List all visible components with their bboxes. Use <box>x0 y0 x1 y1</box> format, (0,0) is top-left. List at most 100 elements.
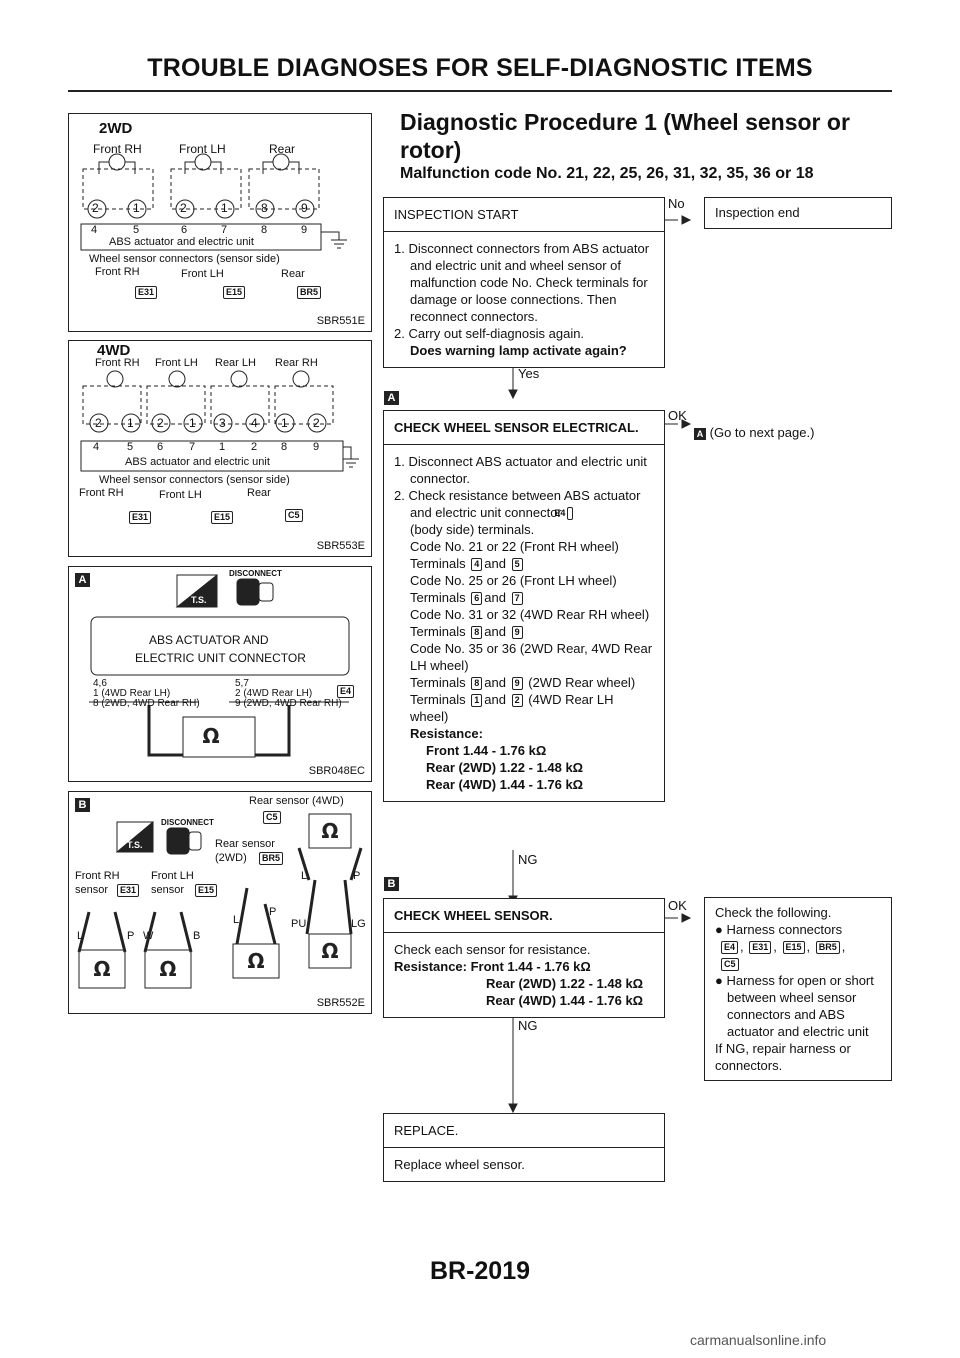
fig2-pin: 1 <box>127 416 134 430</box>
fig3-code: SBR048EC <box>308 765 365 777</box>
fig2-conn-name: Front LH <box>159 489 202 501</box>
fig4-rear2wd-2: (2WD) <box>215 852 247 864</box>
fig1-title: 2WD <box>99 120 133 137</box>
svg-text:Ω: Ω <box>202 724 219 748</box>
fig1-pin: 1 <box>133 201 140 215</box>
fig3-disconnect: DISCONNECT <box>229 569 282 578</box>
step1-no-result: Inspection end <box>704 197 892 229</box>
step3-check-following: Check the following. ● Harness connector… <box>704 897 892 1081</box>
step2-tag: A <box>384 391 399 405</box>
fig1-conn-name: Front RH <box>95 266 140 278</box>
fig1-pin: 2 <box>180 201 187 215</box>
terminals-word: Terminals <box>410 590 466 605</box>
fig2-conn-name: Rear <box>247 487 271 499</box>
check-title: Check the following. <box>715 905 832 920</box>
procedure-title: Diagnostic Procedure 1 (Wheel sensor or … <box>400 109 850 163</box>
fig4-frontrh-2: sensor <box>75 884 109 896</box>
fig2-pin: 1 <box>281 416 288 430</box>
terminals-word: Terminals <box>410 624 466 639</box>
figure-2wd: 2WD Front RH Front LH Rear 2 1 2 1 8 9 4… <box>68 113 372 332</box>
terminal: 9 <box>511 626 523 640</box>
step3-tag: B <box>384 877 399 891</box>
page-code: BR-2019 <box>429 1257 531 1285</box>
fig2-pin: 4 <box>251 416 258 430</box>
wiring-diagram-4wd <box>80 370 359 472</box>
fig3-right-pins-3: 9 (2WD, 4WD Rear RH) <box>235 698 342 709</box>
fig4-wire: L <box>77 930 84 942</box>
fig1-sensor-frontlh: Front LH <box>179 142 226 156</box>
step2-code: Code No. 21 or 22 (Front RH wheel) <box>410 539 619 554</box>
fig4-wire: P <box>353 870 361 882</box>
fig2-unit-pin: 6 <box>157 441 164 453</box>
procedure-subtitle: Malfunction code No. 21, 22, 25, 26, 31,… <box>400 165 814 182</box>
fig4-rear4wd-code: C5 <box>263 811 281 824</box>
and-word: and <box>484 624 506 639</box>
fig1-pin: 8 <box>261 201 268 215</box>
fig2-sensor: Rear LH <box>215 357 256 369</box>
check-item-1: Harness connectors <box>726 922 843 937</box>
terminals-word: Terminals <box>410 692 466 707</box>
sensor-check-diagram: Ω Ω Ω Ω Ω <box>77 813 363 989</box>
step-inspection-start: INSPECTION START 1. Disconnect connector… <box>383 197 665 368</box>
step2-line2b: (body side) terminals. <box>410 522 535 537</box>
step3-line1: Check each sensor for resistance. <box>394 942 591 957</box>
fig4-wire: W <box>143 930 154 942</box>
fig1-pin: 9 <box>301 201 308 215</box>
fig4-rear2wd-1: Rear sensor <box>215 838 275 850</box>
fig3-connector-label-2: ELECTRIC UNIT CONNECTOR <box>135 651 306 665</box>
terminal-suffix: (4WD Rear LH wheel) <box>410 692 614 724</box>
fig2-title: 4WD <box>97 342 131 359</box>
fig2-unit-pin: 9 <box>313 441 320 453</box>
fig1-code: SBR551E <box>316 315 365 327</box>
step2-line2a: 2. Check resistance between ABS actuator… <box>394 488 641 520</box>
step2-header: CHECK WHEEL SENSOR ELECTRICAL. <box>384 411 664 445</box>
fig2-pin: 2 <box>95 416 102 430</box>
step-check-wheel-sensor-electrical: CHECK WHEEL SENSOR ELECTRICAL. 1. Discon… <box>383 410 665 802</box>
fig3-right-pins-1: 5,7 <box>235 678 249 689</box>
fig4-tag: B <box>75 798 90 812</box>
fig1-unit-pin: 5 <box>133 224 140 236</box>
fig2-sensor: Rear RH <box>275 357 318 369</box>
step1-no-result-text: Inspection end <box>715 205 800 220</box>
check-conn: E15 <box>782 941 805 955</box>
step2-ok-result: (Go to next page.) <box>709 425 815 440</box>
fig2-code: SBR553E <box>316 540 365 552</box>
step2-ok-label: OK <box>668 408 687 423</box>
step3-ng-label: NG <box>518 1018 538 1033</box>
fig2-unit-label: ABS actuator and electric unit <box>125 456 270 468</box>
step3-res-label: Resistance: Front 1.44 - 1.76 kΩ <box>394 959 591 974</box>
step2-res-line: Front 1.44 - 1.76 kΩ <box>426 743 547 758</box>
figure-connector-check: Ω A T.S. DISCONNECT ABS ACTUATOR AND ELE… <box>68 566 372 782</box>
step2-res-line: Rear (4WD) 1.44 - 1.76 kΩ <box>426 777 584 792</box>
fig1-pin: 2 <box>92 201 99 215</box>
watermark: carmanualsonline.info <box>690 1332 827 1348</box>
fig3-conn-code: E4 <box>337 685 355 698</box>
step-replace: REPLACE. Replace wheel sensor. <box>383 1113 665 1182</box>
step1-yes-label: Yes <box>518 366 540 381</box>
and-word: and <box>484 692 506 707</box>
fig3-tag: A <box>75 573 90 587</box>
fig2-sensor: Front RH <box>95 357 140 369</box>
step2-resistance-label: Resistance: <box>410 726 483 741</box>
fig2-unit-pin: 1 <box>219 441 226 453</box>
step3-res-line: Rear (2WD) 1.22 - 1.48 kΩ <box>486 976 644 991</box>
step1-no-label: No <box>668 196 685 211</box>
step2-ok-result-wrap: A (Go to next page.) <box>694 425 814 440</box>
step3-ok-label: OK <box>668 898 687 913</box>
fig3-connector-label-1: ABS ACTUATOR AND <box>149 633 269 647</box>
fig4-ts: T.S. <box>127 840 143 850</box>
fig1-sensor-frontrh: Front RH <box>93 142 142 156</box>
fig1-unit-pin: 7 <box>221 224 228 236</box>
step4-header: REPLACE. <box>384 1114 664 1148</box>
fig4-wire: P <box>127 930 135 942</box>
step-check-wheel-sensor: CHECK WHEEL SENSOR. Check each sensor fo… <box>383 898 665 1018</box>
fig1-unit-pin: 9 <box>301 224 308 236</box>
wiring-diagram-2wd <box>80 153 347 251</box>
terminals-word: Terminals <box>410 556 466 571</box>
svg-text:Ω: Ω <box>159 957 176 981</box>
terminal: 2 <box>511 694 523 708</box>
fig4-rear2wd-code: BR5 <box>259 852 284 865</box>
step2-code: Code No. 35 or 36 (2WD Rear, 4WD Rear LH… <box>410 641 653 673</box>
svg-text:Ω: Ω <box>321 819 338 843</box>
fig2-unit-pin: 2 <box>251 441 258 453</box>
